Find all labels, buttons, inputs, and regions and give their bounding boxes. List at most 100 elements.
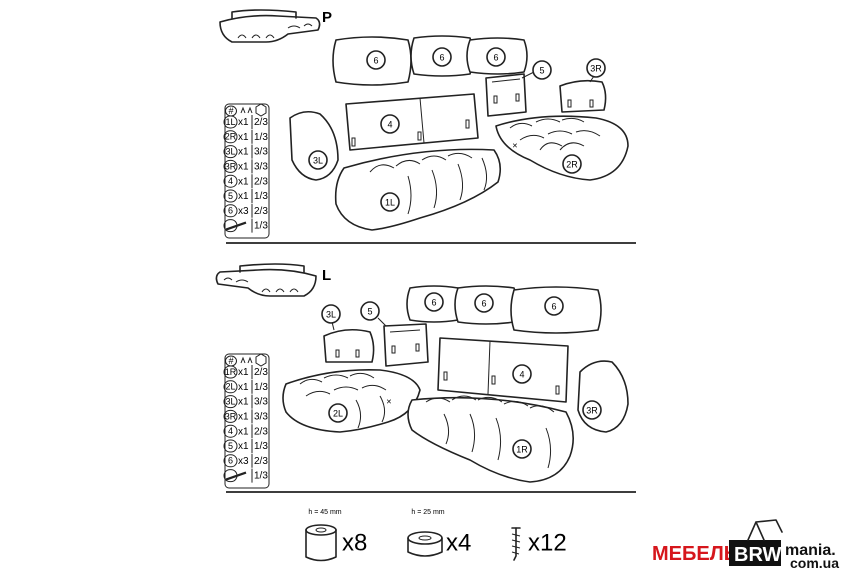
hardware-count: x8: [342, 529, 367, 556]
part-id-cell: [223, 395, 238, 409]
part-box: 1/3: [254, 191, 268, 202]
cushion-label: 6: [493, 52, 498, 62]
table-row: 6 x3 2/3: [223, 203, 268, 218]
backrest-p: 4: [345, 93, 479, 151]
part-id-cell: [223, 159, 238, 173]
armrest-big-label: 3R: [586, 405, 598, 415]
module-left-label: 1L: [385, 197, 395, 207]
hardware-height-label: h = 45 mm: [308, 509, 341, 516]
part-box: 2/3: [254, 117, 268, 128]
cushion-label: 6: [373, 55, 378, 65]
brand-left: МЕБЕЛЬ: [652, 543, 738, 565]
part-box: 1/3: [254, 471, 268, 482]
part-qty: x1: [238, 162, 249, 173]
part-qty: x1: [238, 382, 249, 393]
armrest-big-l: 3R: [577, 360, 629, 433]
part-box: 3/3: [254, 162, 268, 173]
part-id-cell: [223, 145, 238, 159]
stack-icon: [240, 356, 253, 364]
part-id-cell: [223, 204, 238, 218]
backrest-l: 4: [437, 337, 569, 403]
part-qty: x1: [238, 441, 249, 452]
hardware-count: x12: [528, 529, 567, 556]
hardware-row: h = 45 mm x8 h = 25 mm x4 x12: [305, 509, 567, 562]
part-id-cell: [223, 424, 238, 438]
part-qty: x1: [238, 117, 249, 128]
armrest-small-label: 3R: [590, 63, 602, 73]
connector-mark: ✕: [386, 399, 392, 406]
part-qty: x3: [238, 206, 249, 217]
armrest-small-l: 3L: [321, 304, 375, 363]
side-panel-label: 5: [539, 65, 544, 75]
part-id: 2L: [225, 382, 235, 392]
table-row: 1/3: [223, 218, 268, 233]
part-id: 3L: [225, 396, 235, 406]
part-id: 5: [228, 441, 233, 451]
part-id: 4: [228, 176, 233, 186]
cushion-label: 6: [431, 297, 436, 307]
part-box: 2/3: [254, 176, 268, 187]
part-box: 2/3: [254, 367, 268, 378]
tall-foot-icon: [305, 524, 337, 562]
hardware-height-label: h = 25 mm: [411, 509, 444, 516]
part-box: 1/3: [254, 441, 268, 452]
part-box: 1/3: [254, 132, 268, 143]
part-id: 1L: [225, 117, 235, 127]
part-id: 2R: [225, 132, 237, 142]
part-qty: x1: [238, 191, 249, 202]
side-panel-label: 5: [367, 306, 372, 316]
brand-right-bottom: com.ua: [790, 555, 839, 570]
connector-mark: ✕: [512, 143, 518, 150]
brand-right-top: mania.: [785, 542, 836, 559]
part-id-cell: [223, 189, 238, 203]
armrest-small-p: 3R: [559, 58, 607, 113]
module-right-p: ✕ 2R: [495, 115, 629, 181]
wrench-icon: [225, 471, 247, 481]
part-box: 2/3: [254, 456, 268, 467]
part-qty: x1: [238, 147, 249, 158]
armrest-small-label: 3L: [326, 309, 336, 319]
part-box: 1/3: [254, 382, 268, 393]
cushion-label: 6: [481, 298, 486, 308]
part-qty: x1: [238, 176, 249, 187]
part-id: 6: [228, 206, 233, 216]
part-box: 3/3: [254, 147, 268, 158]
wrench-icon: [225, 221, 247, 231]
sofa-thumbnail-l: [215, 263, 317, 297]
part-qty: x1: [238, 132, 249, 143]
part-id: 3L: [225, 146, 235, 156]
part-box: 3/3: [254, 397, 268, 408]
part-id: 5: [228, 191, 233, 201]
module-left-l: ✕ 2L: [282, 368, 421, 433]
table-row: 5 x1 1/3: [223, 439, 268, 453]
part-box: 2/3: [254, 206, 268, 217]
table-header-symbol: #: [228, 356, 233, 366]
part-id: 6: [228, 456, 233, 466]
chair-icon: [747, 519, 783, 541]
part-id: 3R: [225, 411, 237, 421]
part-id-cell: [223, 380, 238, 394]
short-foot-icon: [407, 531, 443, 557]
part-qty: x1: [238, 367, 249, 378]
module-left-p: 1L: [334, 148, 502, 231]
cushion-group-l: 6 6 6: [406, 285, 602, 334]
side-panel-l: 5: [360, 301, 429, 367]
cushion-label: 6: [439, 52, 444, 62]
table-row: 5 x1 1/3: [223, 189, 268, 203]
part-box: 3/3: [254, 412, 268, 423]
screw-icon: [511, 527, 521, 561]
table-header-symbol: #: [228, 106, 233, 116]
section-letter-p: P: [322, 9, 332, 26]
module-right-label: 1R: [516, 444, 528, 454]
module-right-label: 2R: [566, 159, 578, 169]
